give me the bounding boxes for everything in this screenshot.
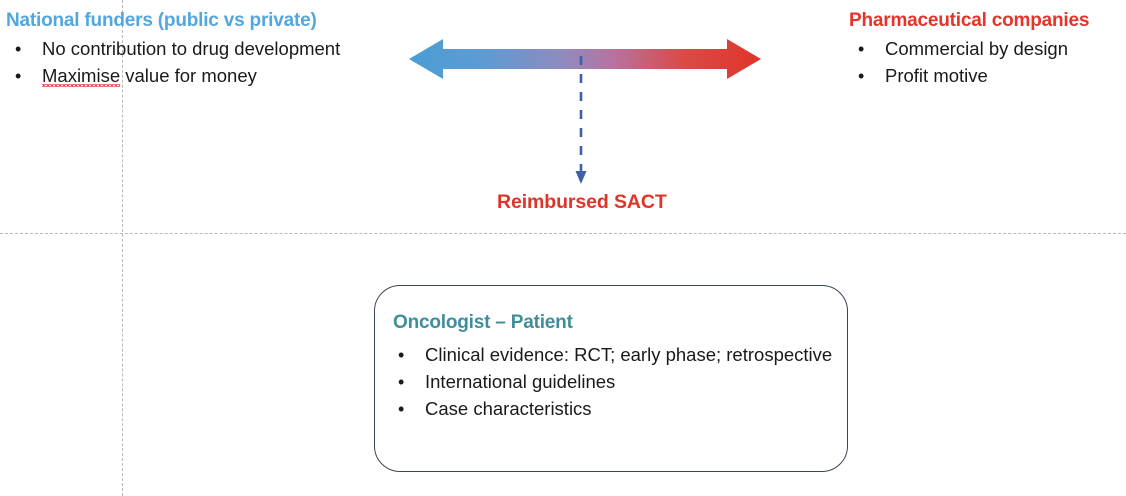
list-item: • No contribution to drug development (6, 36, 340, 63)
oncologist-patient-heading: Oncologist – Patient (393, 312, 573, 333)
bullet-dot-icon: • (398, 398, 405, 419)
list-item-label: Case characteristics (425, 397, 592, 419)
bullet-dot-icon: • (15, 38, 22, 59)
list-item-label: International guidelines (425, 370, 616, 392)
bullet-dot-icon: • (15, 65, 22, 86)
bullet-dot-icon: • (398, 371, 405, 392)
list-item: • Profit motive (849, 63, 1089, 90)
reimbursed-dashed-arrow-icon (575, 56, 587, 184)
list-item-label: Profit motive (885, 64, 988, 86)
national-funders-block: National funders (public vs private) • N… (6, 10, 340, 89)
spectrum-double-arrow-icon (409, 39, 761, 79)
list-item-label: Clinical evidence: RCT; early phase; ret… (425, 344, 833, 365)
pharmaceutical-companies-bullet-list: • Commercial by design • Profit motive (849, 36, 1089, 90)
bullet-dot-icon: • (858, 65, 865, 86)
national-funders-heading: National funders (public vs private) (6, 10, 317, 31)
misspelled-word: Maximise (42, 64, 121, 86)
oncologist-patient-box: Oncologist – Patient • Clinical evidence… (374, 285, 848, 472)
list-item: • Clinical evidence: RCT; early phase; r… (389, 342, 832, 369)
bullet-dot-icon: • (858, 38, 865, 59)
list-item-label: No contribution to drug development (42, 37, 341, 59)
list-item: • Commercial by design (849, 36, 1089, 63)
list-item-label: Commercial by design (885, 37, 1069, 59)
oncologist-patient-bullet-list: • Clinical evidence: RCT; early phase; r… (389, 342, 832, 422)
list-item: • International guidelines (389, 369, 832, 396)
pharmaceutical-companies-block: Pharmaceutical companies • Commercial by… (849, 10, 1089, 89)
pharmaceutical-companies-heading: Pharmaceutical companies (849, 10, 1090, 31)
reimbursed-sact-label: Reimbursed SACT (497, 191, 667, 213)
national-funders-bullet-list: • No contribution to drug development • … (6, 36, 340, 90)
bullet-dot-icon: • (398, 345, 405, 365)
horizontal-guide-line (0, 233, 1126, 234)
list-item: • Maximise value for money (6, 63, 340, 90)
list-item-label: value for money (120, 64, 257, 86)
list-item: • Case characteristics (389, 396, 832, 423)
vertical-guide-line (122, 0, 123, 496)
